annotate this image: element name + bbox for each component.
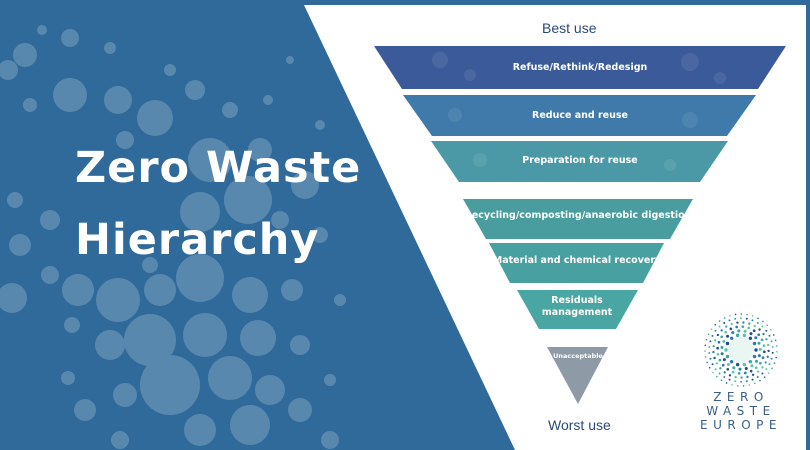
page-title-line-2: Hierarchy — [75, 215, 320, 265]
level-recycling — [463, 199, 693, 239]
level-label-unacceptable: Unacceptable — [553, 352, 603, 360]
level-reduce-and-reuse — [403, 95, 756, 136]
level-label-preparation: Preparation for reuse — [522, 155, 638, 166]
level-label-recycling: Recycling/composting/anaerobic digestion — [464, 210, 692, 221]
best-use-label: Best use — [542, 20, 597, 36]
level-label-reduce: Reduce and reuse — [532, 110, 628, 121]
level-refuse-rethink-redesign — [374, 46, 786, 89]
page-title-line-1: Zero Waste — [75, 143, 362, 193]
logo-text-europe: EUROPE — [700, 418, 782, 432]
logo-text-zero: ZERO — [713, 390, 769, 404]
level-label-refuse: Refuse/Rethink/Redesign — [512, 62, 648, 73]
level-material-recovery — [489, 243, 664, 283]
worst-use-label: Worst use — [548, 417, 611, 433]
zero-waste-europe-logo-icon — [704, 313, 778, 387]
level-unacceptable — [547, 347, 608, 404]
logo-text-waste: WASTE — [706, 404, 776, 418]
level-label-recovery: Material and chemical recovery — [492, 255, 662, 266]
level-label-residuals: Residuals management — [541, 295, 613, 318]
level-residuals-management — [517, 290, 638, 329]
level-preparation-for-reuse — [431, 141, 728, 182]
